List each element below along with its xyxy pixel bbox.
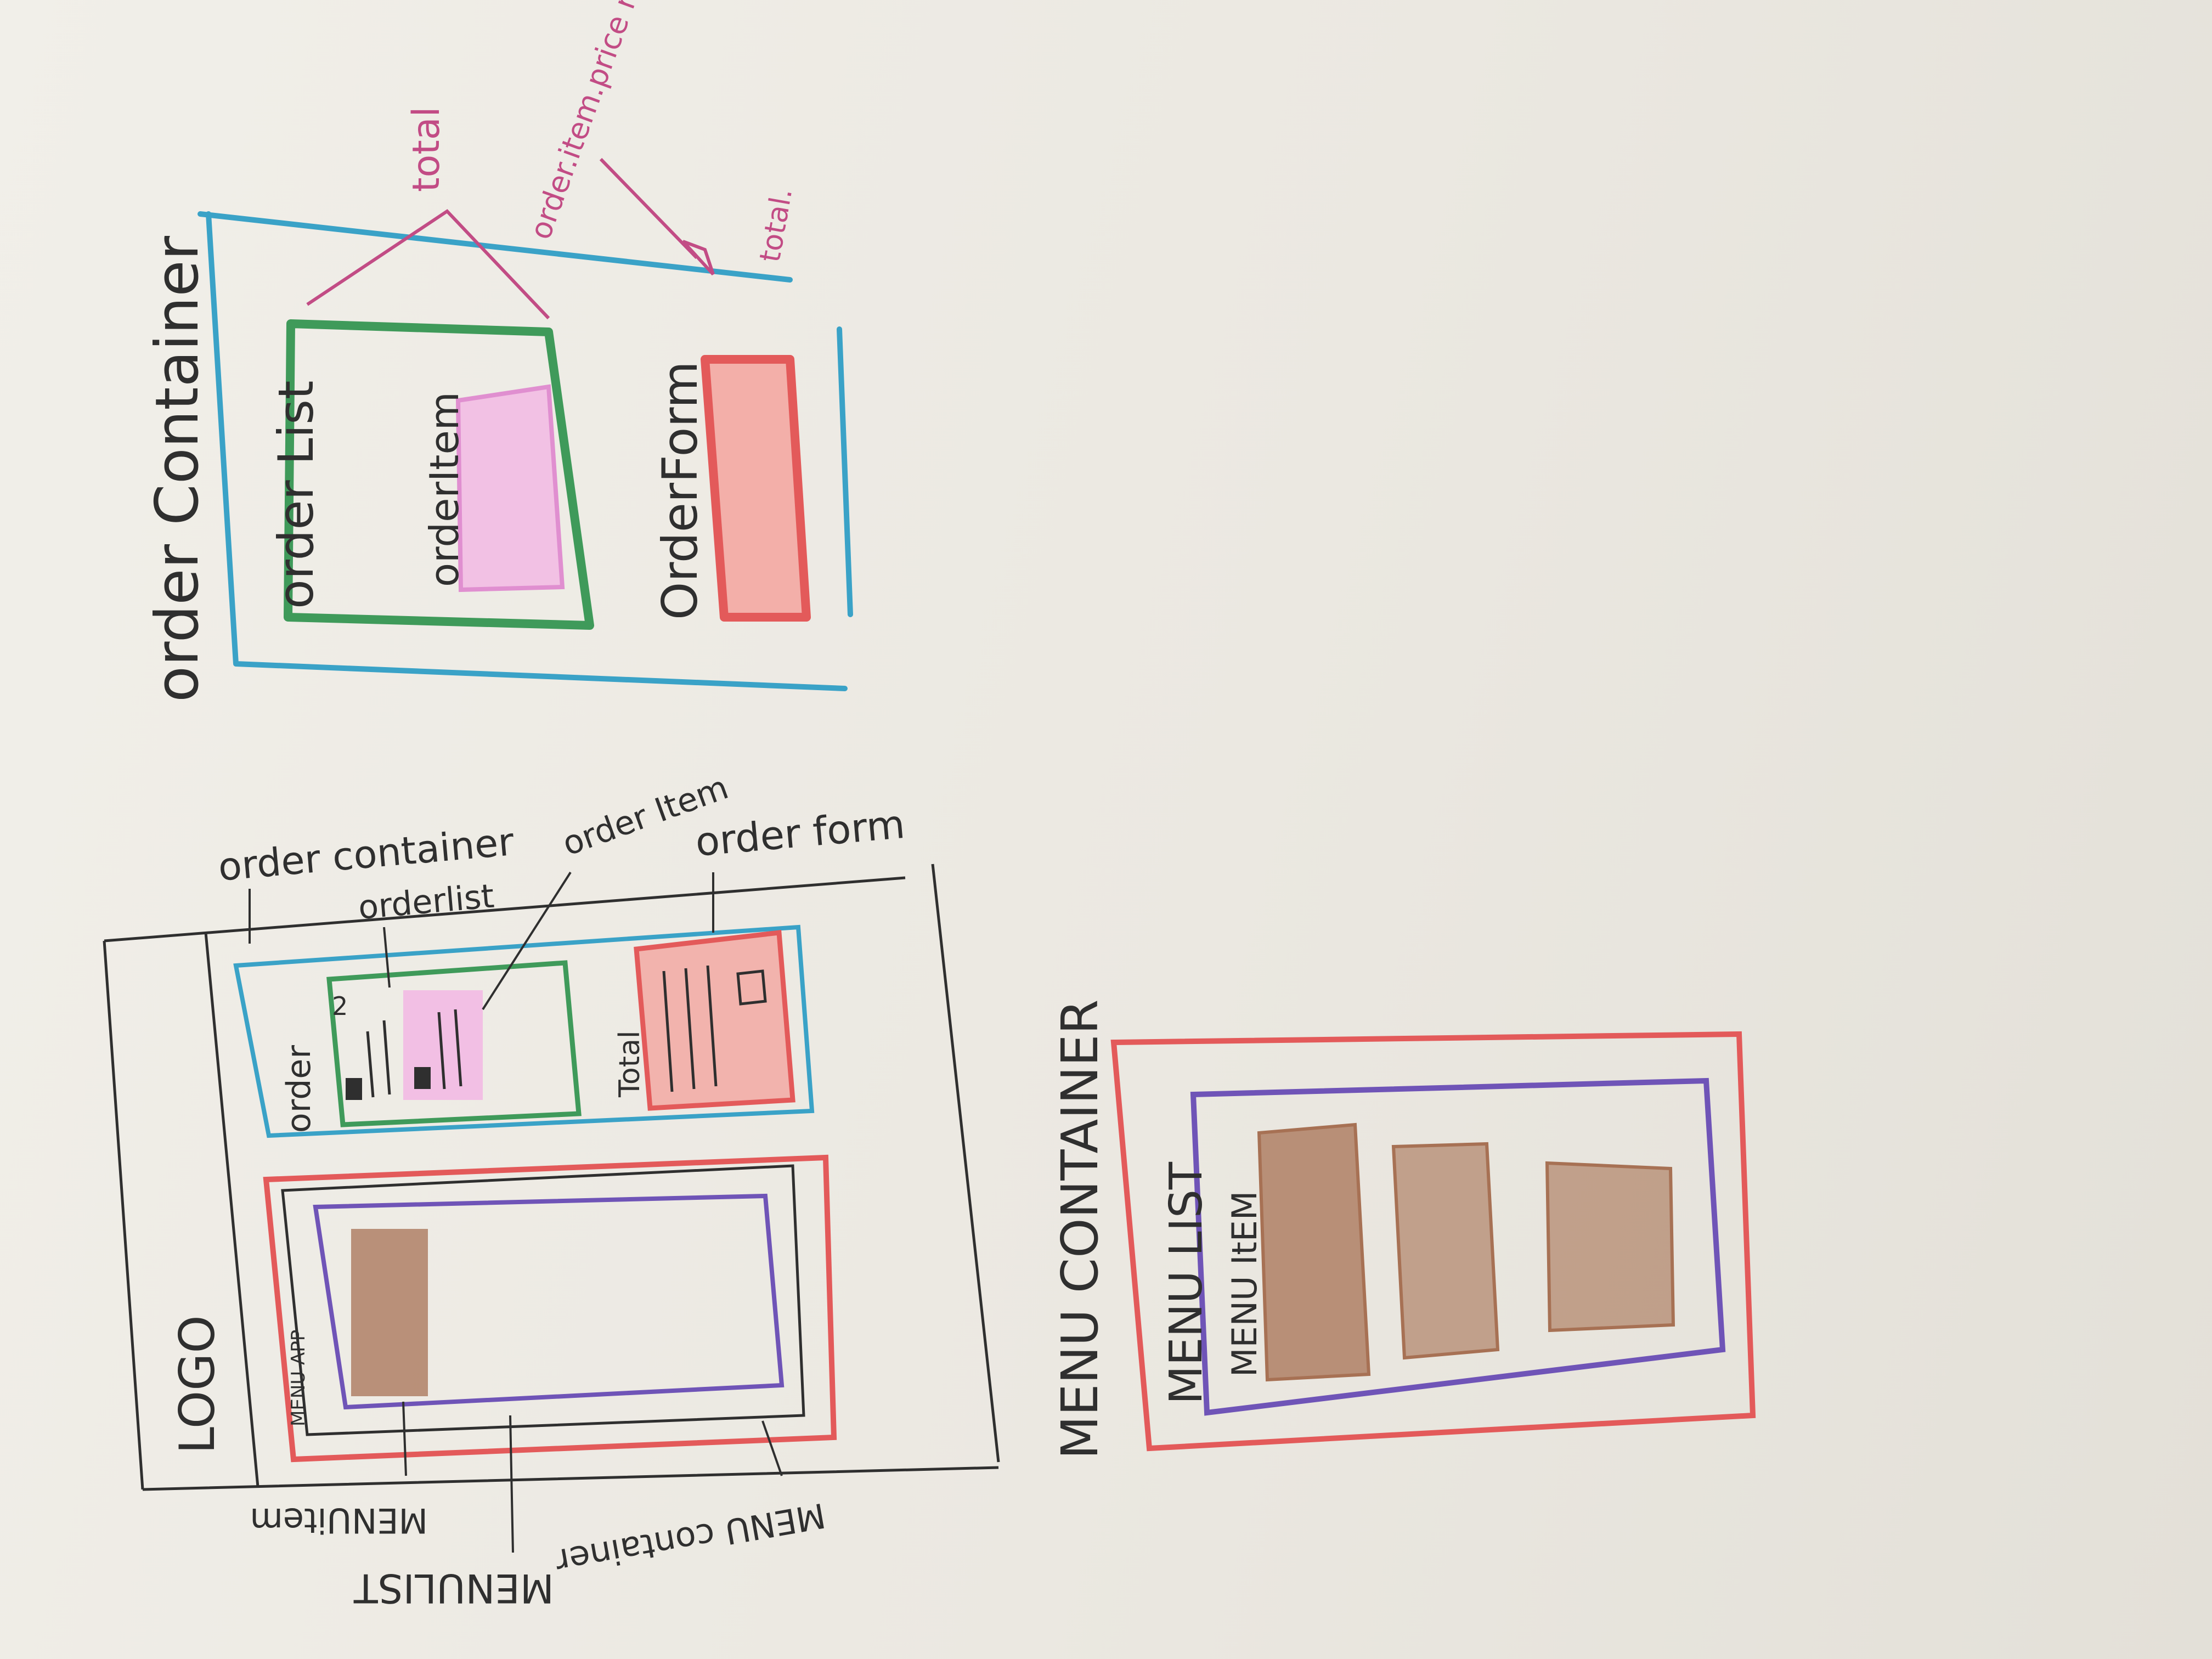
order-item-label: orderItem <box>421 392 467 587</box>
callout-leaders <box>249 871 714 1011</box>
wire-order-list <box>326 960 582 1127</box>
order-container-title: order Container <box>143 235 212 702</box>
menu-item-label: MENU ItEM <box>1224 1191 1265 1377</box>
reduce-note: order.item.price reduce() <box>523 0 682 244</box>
wire-order-heading: order <box>280 1045 318 1133</box>
menu-item-1 <box>1257 1122 1371 1382</box>
wire-order-form <box>634 929 795 1111</box>
wire-order-container <box>233 924 815 1138</box>
total-bracket <box>306 209 550 320</box>
app-wireframe: 2 LOGO MENU APP order Total order contai… <box>103 768 1000 1611</box>
callout-menu-item: MENUitem <box>250 1500 428 1541</box>
wireframe-outer <box>103 864 1000 1491</box>
wire-order-lines <box>366 1009 462 1098</box>
total-note: total <box>405 107 448 193</box>
callout-menu-container: MENU container <box>552 1495 829 1582</box>
order-container-outline <box>198 211 853 691</box>
wire-form-lines <box>662 965 767 1092</box>
order-list-label: order List <box>268 381 324 609</box>
wire-menu-container <box>263 1154 837 1463</box>
callout-order-form: order form <box>693 801 907 865</box>
callout-order-list: orderlist <box>357 877 495 927</box>
order-container-sketch: order Container order List orderItem Ord… <box>143 0 853 702</box>
menu-item-2 <box>1391 1142 1500 1360</box>
menu-container-title: MENU CONTAINER <box>1051 1000 1109 1459</box>
callout-menu-list: MENULIST <box>353 1565 554 1611</box>
order-form-box <box>701 355 811 622</box>
order-form-label: OrderForm <box>652 361 708 620</box>
menu-container-box <box>1110 1031 1756 1452</box>
total-bottom-note: total. <box>754 185 799 264</box>
order-list-box <box>284 319 594 630</box>
wire-menu-app: MENU APP <box>287 1330 309 1426</box>
wire-qty-number: 2 <box>332 991 348 1021</box>
wire-qty-box-2 <box>414 1067 431 1089</box>
menu-container-sketch: MENU CONTAINER MENU LIST MENU ItEM <box>1051 1000 1756 1459</box>
wire-total-label: Total <box>613 1031 646 1098</box>
sidebar-divider <box>204 932 259 1487</box>
wire-qty-box-1 <box>346 1078 362 1100</box>
order-item-box <box>455 384 565 592</box>
bottom-callout-leaders <box>402 1401 783 1553</box>
menu-list-label: MENU LIST <box>1160 1161 1212 1404</box>
wire-menu-list <box>313 1193 785 1410</box>
wire-menu-inner <box>281 1164 805 1436</box>
reduce-arrow <box>599 157 715 276</box>
wire-menu-item <box>351 1229 428 1396</box>
menu-item-3 <box>1545 1161 1675 1333</box>
wire-logo: LOGO <box>169 1315 225 1454</box>
menu-list-box <box>1190 1077 1726 1416</box>
